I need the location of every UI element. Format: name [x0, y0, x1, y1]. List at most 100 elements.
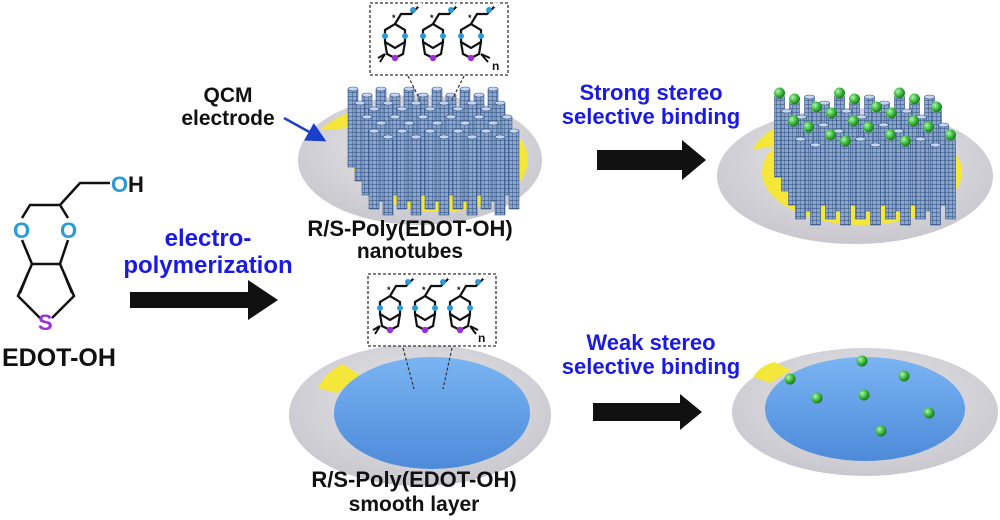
nanotube-top: [487, 120, 499, 126]
nanotube-top: [795, 136, 806, 142]
nanotube-top: [901, 108, 912, 114]
nanotube-top: [410, 134, 422, 140]
analyte-sphere: [898, 370, 910, 382]
weak-binding-label-line1: Weak stereo: [586, 330, 715, 355]
nanotube-top: [361, 114, 373, 120]
nanotube-top: [487, 86, 499, 92]
nanotube-body: [424, 130, 436, 210]
nanotube: [480, 128, 492, 210]
bottom-film-label-line1: R/S-Poly(EDOT-OH): [311, 467, 516, 492]
nanotube-top: [403, 120, 415, 126]
analyte-sphere: [826, 107, 837, 119]
nanotube: [452, 128, 464, 210]
nanotube-top: [855, 136, 866, 142]
analyte-sphere: [849, 93, 860, 105]
nanotube: [438, 134, 450, 216]
bound-analytes-few: [784, 355, 935, 437]
nanotube-body: [915, 138, 926, 220]
nanotube-top: [494, 100, 506, 106]
nanotube-top: [438, 100, 450, 106]
nanotube-body: [900, 144, 911, 226]
analyte-sphere: [774, 87, 785, 99]
nanotube-top: [424, 128, 436, 134]
polymer-structure-inset-bottom: n: [367, 273, 497, 390]
hydroxyl-hydrogen: H: [128, 172, 144, 197]
nanotube-top: [368, 128, 380, 134]
nanotube: [900, 142, 911, 226]
nanotube: [354, 100, 366, 182]
nanotube-top: [382, 134, 394, 140]
nanotube: [368, 128, 380, 210]
nanotube-body: [825, 138, 836, 220]
nanotube-body: [368, 130, 380, 210]
hydroxyl-oxygen: O: [111, 172, 128, 197]
analyte-sphere: [923, 407, 935, 419]
nanotube: [396, 128, 408, 210]
analyte-sphere: [931, 101, 942, 113]
nanotube-top: [452, 128, 464, 134]
nanotube-top: [382, 100, 394, 106]
nanotube-top: [417, 92, 429, 98]
nanotube-top: [466, 134, 478, 140]
weak-binding-label-line2: selective binding: [562, 354, 741, 379]
nanotube-top: [410, 100, 422, 106]
nanotube-top: [781, 108, 792, 114]
nanotube-body: [396, 130, 408, 210]
nanotube-top: [389, 114, 401, 120]
nanotube-top: [438, 134, 450, 140]
analyte-sphere: [811, 392, 823, 404]
analyte-sphere: [875, 425, 887, 437]
nanotube-array-bound: [774, 94, 956, 226]
nanotube-top: [361, 92, 373, 98]
strong-binding-label-line2: selective binding: [562, 104, 741, 129]
electropolymerization-arrow: [130, 280, 278, 320]
nanotube-top: [417, 114, 429, 120]
nanotube-electrode: [298, 86, 542, 225]
analyte-sphere: [811, 101, 822, 113]
nanotube-top: [375, 86, 387, 92]
nanotube-body: [410, 136, 422, 216]
nanotube-top: [354, 100, 366, 106]
nanotube-top: [930, 142, 941, 148]
nanotube: [840, 142, 851, 226]
smooth-film-bound: [765, 357, 965, 461]
polymer-structure-inset-top: n: [369, 1, 509, 101]
analyte-sphere: [908, 115, 919, 127]
nanotube: [915, 136, 926, 220]
nanotube: [810, 142, 821, 226]
nanotube-top: [466, 100, 478, 106]
analyte-sphere: [788, 115, 799, 127]
analyte-sphere: [840, 135, 851, 147]
nanotube-top: [389, 92, 401, 98]
nanotube: [870, 142, 881, 226]
nanotube-top: [480, 106, 492, 112]
gold-electrode-tab: [318, 364, 362, 393]
top-film-label-line2: nanotubes: [357, 240, 463, 263]
nanotube-top: [938, 122, 949, 128]
nanotube-top: [864, 94, 875, 100]
nanotube-top: [915, 136, 926, 142]
strong-binding-arrow-shape: [597, 140, 706, 180]
nanotube: [361, 114, 373, 196]
analyte-sphere: [945, 129, 956, 141]
nanotube-body: [438, 136, 450, 216]
analyte-sphere: [894, 87, 905, 99]
nanotube: [466, 134, 478, 216]
qcm-label-line1: QCM: [204, 84, 253, 107]
nanotube-top: [501, 114, 513, 120]
repeat-unit-n-top: n: [492, 59, 499, 73]
nanotube-top: [924, 94, 935, 100]
nanotube-top: [347, 86, 359, 92]
nanotube-body: [466, 136, 478, 216]
analyte-sphere: [900, 135, 911, 147]
nanotube-top: [841, 108, 852, 114]
analyte-sphere: [871, 101, 882, 113]
nanotube-body: [930, 144, 941, 226]
nanotube-top: [473, 92, 485, 98]
bottom-film-label-line2: smooth layer: [349, 493, 480, 516]
nanotube-top: [445, 114, 457, 120]
nanotube-top: [396, 106, 408, 112]
nanotube-top: [473, 114, 485, 120]
bound-analytes-many: [774, 87, 956, 147]
electropolymerization-label-line1: electro-: [165, 225, 252, 252]
